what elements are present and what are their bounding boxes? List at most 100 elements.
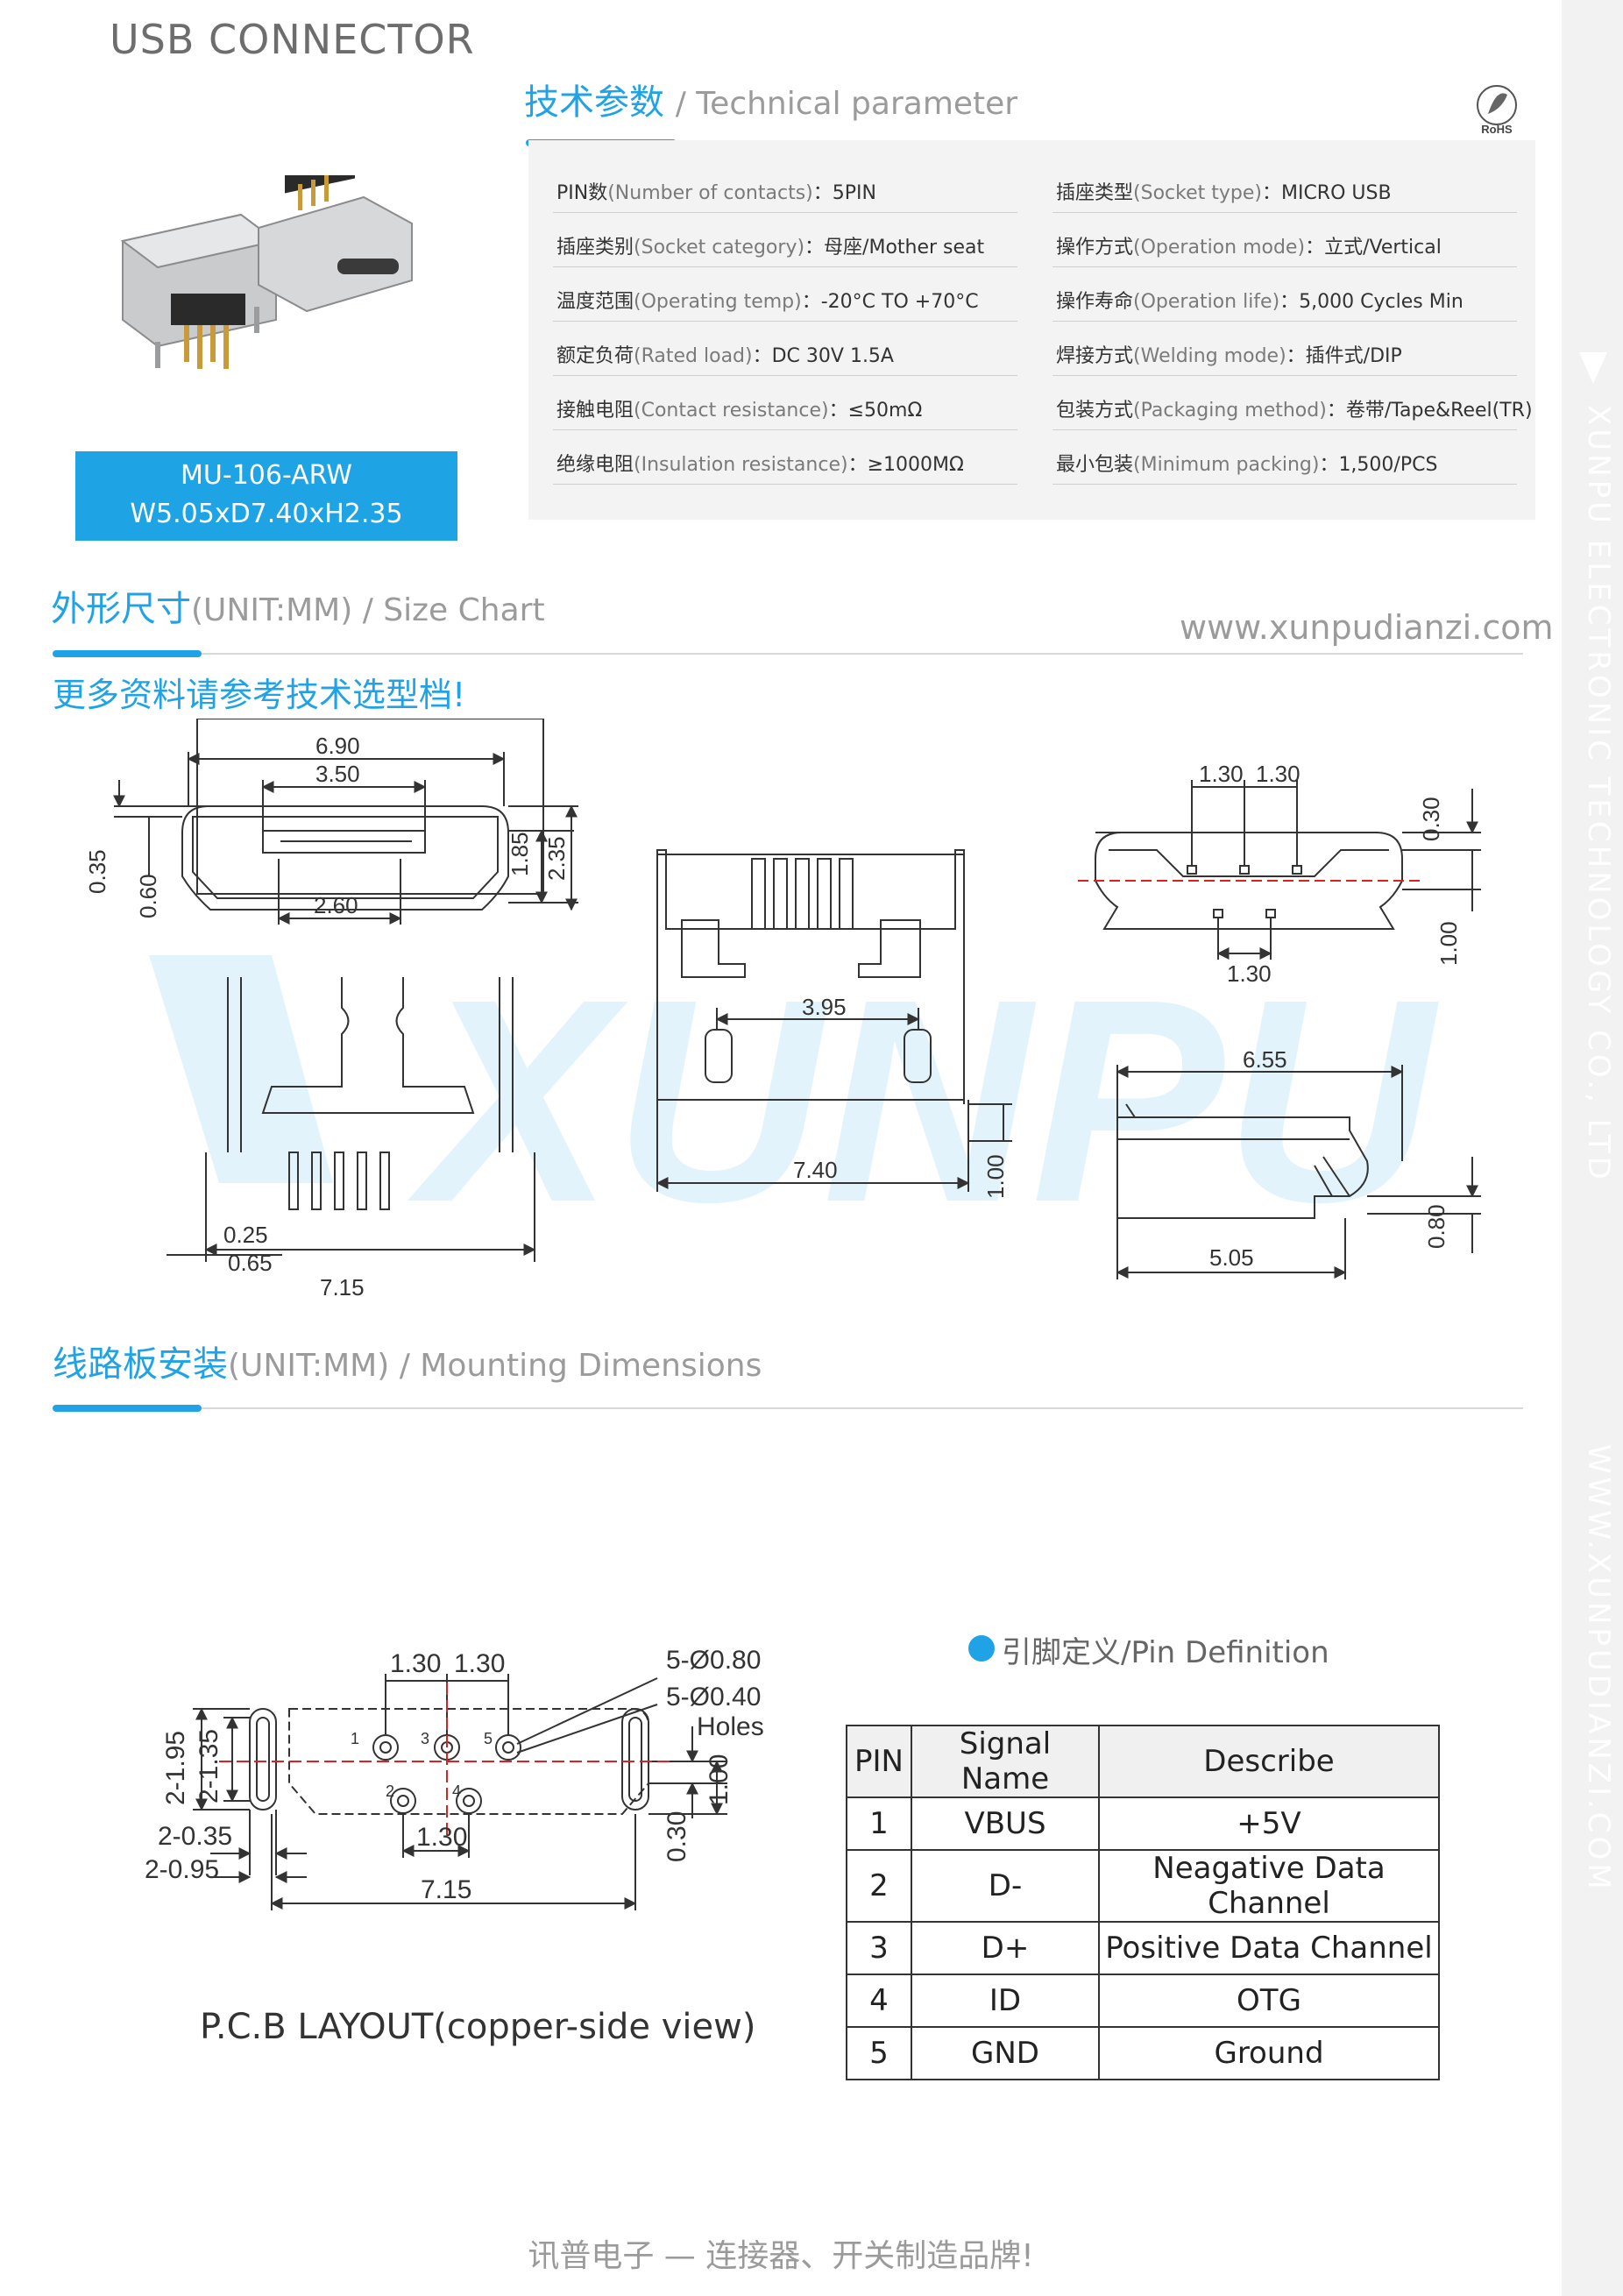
param-value: ：母座/Mother seat	[804, 237, 985, 259]
param-value: ：5PIN	[812, 182, 876, 204]
param-label-en: (Operating temp)	[634, 291, 802, 313]
table-row: 4 ID OTG	[846, 1974, 1440, 2028]
dim-label: 2.60	[314, 892, 358, 918]
table-header-row: PIN Signal Name Describe	[846, 1725, 1440, 1798]
dim-label: 6.55	[1243, 1046, 1287, 1073]
param-value: ：立式/Vertical	[1305, 237, 1442, 259]
side-logo-icon	[1577, 351, 1609, 386]
dim-label: 1.00	[982, 1154, 1009, 1199]
param-value: ：5,000 Cycles Min	[1279, 291, 1464, 313]
dim-label: 1.85	[507, 832, 533, 876]
pin-number: 3	[421, 1730, 429, 1747]
pcb-holes-label: Holes	[697, 1712, 764, 1741]
mounting-title-en: (UNIT:MM) / Mounting Dimensions	[228, 1348, 762, 1384]
param-contact-resistance: 接触电阻(Contact resistance)：≤50mΩ	[556, 394, 922, 422]
param-label-en: (Minimum packing)	[1133, 454, 1320, 476]
pin-number: 1	[351, 1730, 359, 1747]
table-cell: Neagative Data Channel	[1098, 1849, 1440, 1923]
pin-number: 2	[386, 1782, 394, 1800]
dim-label: 0.65	[228, 1250, 273, 1276]
param-label: 包装方式	[1056, 400, 1134, 422]
header-title: USB CONNECTOR	[110, 16, 475, 63]
mounting-rule	[202, 1407, 1523, 1409]
table-cell: D+	[911, 1921, 1100, 1975]
table-cell: 1	[846, 1796, 912, 1851]
param-label-en: (Socket type)	[1133, 182, 1262, 204]
more-info-note: 更多资料请参考技术选型档!	[53, 676, 466, 714]
param-box: PIN数(Number of contacts)：5PIN 插座类型(Socke…	[528, 140, 1535, 520]
param-value: ：-20°C TO +70°C	[801, 291, 979, 313]
param-label: PIN数	[556, 182, 608, 204]
table-cell: 3	[846, 1921, 912, 1975]
param-label: 焊接方式	[1056, 345, 1134, 367]
param-value: ：MICRO USB	[1261, 182, 1392, 204]
param-operation-life: 操作寿命(Operation life)：5,000 Cycles Min	[1056, 286, 1464, 314]
website: www.xunpudianzi.com	[1180, 608, 1554, 647]
pcb-hole-label: 5-Ø0.40	[666, 1683, 761, 1711]
param-label-en: (Operation life)	[1133, 291, 1280, 313]
dim-label: 3.95	[802, 994, 847, 1020]
pin-definition-table: PIN Signal Name Describe 1 VBUS +5V 2 D-…	[846, 1725, 1440, 2080]
table-cell: D-	[911, 1849, 1100, 1923]
param-socket-type: 插座类型(Socket type)：MICRO USB	[1056, 177, 1392, 205]
param-rated-load: 额定负荷(Rated load)：DC 30V 1.5A	[556, 340, 894, 368]
size-chart-rule	[202, 653, 1523, 655]
param-label: 操作方式	[1056, 237, 1134, 259]
pcb-dim-label: 2-1.95	[161, 1731, 190, 1805]
dim-label: 3.50	[315, 761, 360, 787]
tech-title: 技术参数 / Technical parameter	[524, 74, 1017, 124]
dim-label: 1.00	[1435, 921, 1462, 966]
rohs-logo: RoHS	[1471, 82, 1523, 136]
col-header-describe: Describe	[1098, 1725, 1440, 1798]
side-company: XUNPU ELECTRONIC TECHNOLOGY CO., LTD	[1581, 405, 1616, 1183]
table-row: 1 VBUS +5V	[846, 1796, 1440, 1851]
table-cell: Positive Data Channel	[1098, 1921, 1440, 1975]
pcb-dim-label: 2-0.95	[145, 1855, 219, 1884]
param-label-en: (Contact resistance)	[634, 400, 829, 422]
dim-label: 0.60	[135, 874, 161, 918]
param-value: ：DC 30V 1.5A	[752, 345, 894, 367]
param-label-en: (Number of contacts)	[607, 182, 813, 204]
pcb-dim-label: 1.30	[390, 1649, 441, 1678]
table-cell: +5V	[1098, 1796, 1440, 1851]
pin-def-bullet	[968, 1635, 995, 1662]
param-label-en: (Insulation resistance)	[634, 454, 848, 476]
pcb-hole-label: 5-Ø0.80	[666, 1646, 761, 1675]
table-cell: ID	[911, 1974, 1100, 2028]
param-value: ：1,500/PCS	[1319, 454, 1438, 476]
param-label-en: (Socket category)	[634, 237, 805, 259]
param-minimum-packing: 最小包装(Minimum packing)：1,500/PCS	[1056, 449, 1437, 477]
pcb-dim-label: 1.00	[705, 1754, 734, 1805]
param-label: 接触电阻	[556, 400, 634, 422]
dim-label: 6.90	[315, 733, 360, 759]
param-operating-temp: 温度范围(Operating temp)：-20°C TO +70°C	[556, 286, 979, 314]
param-label-en: (Welding mode)	[1133, 345, 1286, 367]
pcb-dim-label: 2-0.35	[158, 1822, 232, 1851]
product-photo	[110, 153, 425, 386]
param-label: 插座类型	[1056, 182, 1134, 204]
param-label: 最小包装	[1056, 454, 1134, 476]
param-value: ：卷带/Tape&Reel(TR)	[1326, 400, 1533, 422]
rohs-text: RoHS	[1481, 123, 1513, 135]
param-value: ：≥1000MΩ	[847, 454, 964, 476]
size-chart-drawings: 6.90 3.50 2.60 0.35 0.60 1.85 2.35 0.25 …	[53, 718, 1542, 1332]
pcb-dim-label: 7.15	[421, 1875, 471, 1904]
dim-label: 7.40	[793, 1157, 838, 1183]
table-row: 2 D- Neagative Data Channel	[846, 1849, 1440, 1923]
param-pin-count: PIN数(Number of contacts)：5PIN	[556, 177, 876, 205]
side-strip: XUNPU ELECTRONIC TECHNOLOGY CO., LTD WWW…	[1562, 0, 1623, 2296]
param-label: 温度范围	[556, 291, 634, 313]
dim-label: 7.15	[320, 1274, 365, 1300]
tech-title-cn: 技术参数	[524, 82, 664, 123]
param-label: 操作寿命	[1056, 291, 1134, 313]
pcb-dim-label: 1.30	[416, 1823, 467, 1852]
pcb-dim-label: 1.30	[454, 1649, 505, 1678]
size-chart-title-en: (UNIT:MM) / Size Chart	[191, 592, 545, 628]
param-value: ：≤50mΩ	[828, 400, 923, 422]
model-name: MU-106-ARW	[181, 460, 352, 491]
param-insulation-resistance: 绝缘电阻(Insulation resistance)：≥1000MΩ	[556, 449, 964, 477]
dim-label: 5.05	[1209, 1244, 1254, 1271]
pcb-dim-label: 0.30	[663, 1811, 691, 1862]
dim-label: 0.25	[223, 1222, 268, 1248]
pcb-dim-label: 2-1.35	[195, 1729, 223, 1803]
